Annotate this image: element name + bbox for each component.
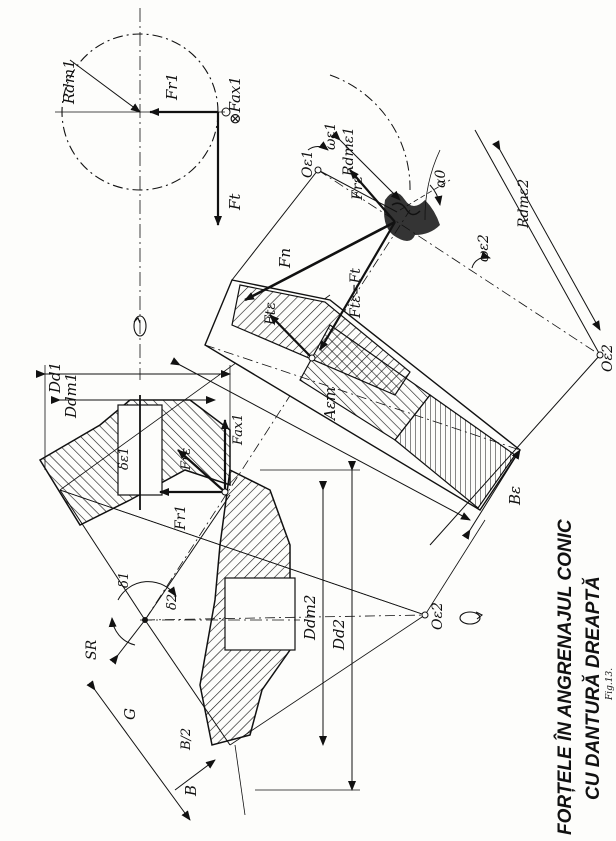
label-rdme1: Rdmε1 (341, 127, 357, 177)
label-fre-right: Frε (350, 176, 366, 201)
label-ddm1: Ddm1 (62, 373, 80, 419)
figure-number: Fig.13. (605, 668, 615, 701)
label-dd2: Dd2 (330, 619, 348, 651)
label-fr1-top: Fr1 (163, 73, 181, 101)
cone-length-dimensions (86, 619, 246, 821)
delta-angle-arcs (117, 581, 177, 601)
label-alpha0: α0 (433, 170, 449, 188)
caption-line-2: CU DANTURĂ DREAPTĂ (582, 576, 604, 800)
tooth-contact-forces (244, 169, 451, 362)
label-delta2: δ2 (165, 594, 180, 610)
rotation-symbol-bottom (459, 611, 481, 625)
label-oe2-bottom: Oε2 (430, 602, 446, 630)
label-fr1-mid: Fr1 (173, 505, 189, 531)
label-we1: ωε1 (323, 122, 339, 150)
figure-caption: FORȚELE ÎN ANGRENAJUL CONIC CU DANTURĂ D… (554, 519, 615, 835)
force-fax1-symbol (221, 107, 231, 117)
label-rdme2: Rdmε2 (516, 179, 532, 229)
label-de1: δε1 (117, 447, 132, 470)
label-fax1-top: ⊗Fax1 (226, 76, 244, 125)
label-oe1: Oε1 (300, 150, 316, 178)
label-b-half: B/2 (179, 728, 194, 751)
label-dd1: Dd1 (46, 362, 64, 394)
label-fn: Fn (276, 248, 294, 269)
caption-line-1: FORȚELE ÎN ANGRENAJUL CONIC (554, 519, 576, 835)
pinion-end-view (55, 8, 231, 380)
force-fn-arrow (244, 220, 396, 302)
wheel-gear-section (140, 468, 300, 746)
label-g: G (121, 708, 139, 720)
equivalent-center-construction (231, 74, 604, 546)
aem-dimension (170, 357, 471, 521)
label-ddm2: Ddm2 (301, 595, 319, 641)
label-ft-top: Ft (226, 193, 244, 211)
wheel-center-construction (59, 489, 486, 746)
label-fte-eq-ft: Ftε=Ft (348, 268, 364, 319)
label-sr: SR (84, 639, 100, 660)
label-fre-mid: Frε (179, 448, 194, 471)
label-we2: ωε2 (476, 234, 492, 262)
label-fax1-mid: Fax1 (231, 414, 246, 447)
label-oe2-right: Oε2 (600, 344, 616, 372)
label-rdm1: Rdm1 (60, 59, 78, 105)
diagram-labels: Rdm1 Fr1 ⊗Fax1 Ft Oε1 ωε1 Rdmε1 Frε α0 R… (46, 59, 616, 797)
be-dimension (461, 449, 521, 540)
label-delta1: δ1 (117, 572, 132, 588)
rotation-symbol-top (133, 315, 147, 337)
label-aem: Aεm (321, 387, 339, 422)
label-be: Bε (506, 486, 524, 506)
meshing-teeth (384, 192, 440, 241)
label-fte: Ftε (263, 302, 279, 326)
wheel-hub-bore (224, 577, 296, 651)
radius-rdm1-arrow (69, 59, 141, 113)
label-b: B (182, 785, 200, 797)
